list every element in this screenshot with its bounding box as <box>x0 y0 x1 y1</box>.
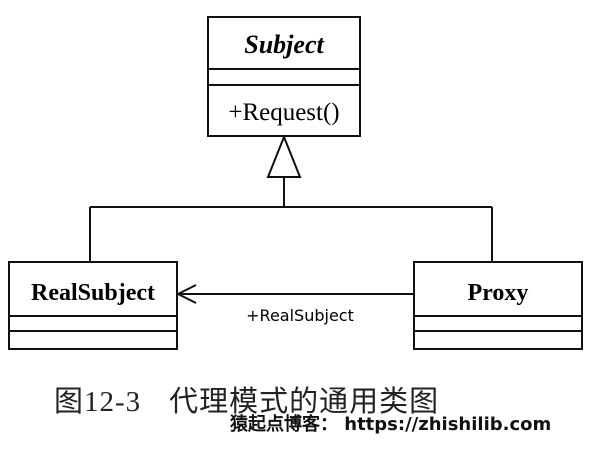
figure-title: 代理模式的通用类图 <box>169 386 440 418</box>
inheritance-arrowhead <box>266 134 302 178</box>
proxy-class <box>413 261 583 350</box>
association-connector <box>175 284 414 304</box>
subject-class-name: Subject <box>244 30 324 59</box>
proxy-class-box <box>413 261 583 350</box>
subject-request-method: +Request() <box>228 99 339 126</box>
association-label: +RealSubject <box>246 306 354 325</box>
realsubject-class <box>8 261 178 350</box>
generalization-connector <box>89 134 493 262</box>
association-arrowhead <box>175 284 197 304</box>
figure-caption: 图12-3 代理模式的通用类图 <box>54 378 439 420</box>
proxy-class-name: Proxy <box>468 280 529 306</box>
realsubject-class-box <box>8 261 178 350</box>
realsubject-class-name: RealSubject <box>31 280 155 306</box>
figure-number: 图12-3 <box>54 386 142 418</box>
watermark-text: 猿起点博客： https://zhishilib.com <box>230 414 552 435</box>
